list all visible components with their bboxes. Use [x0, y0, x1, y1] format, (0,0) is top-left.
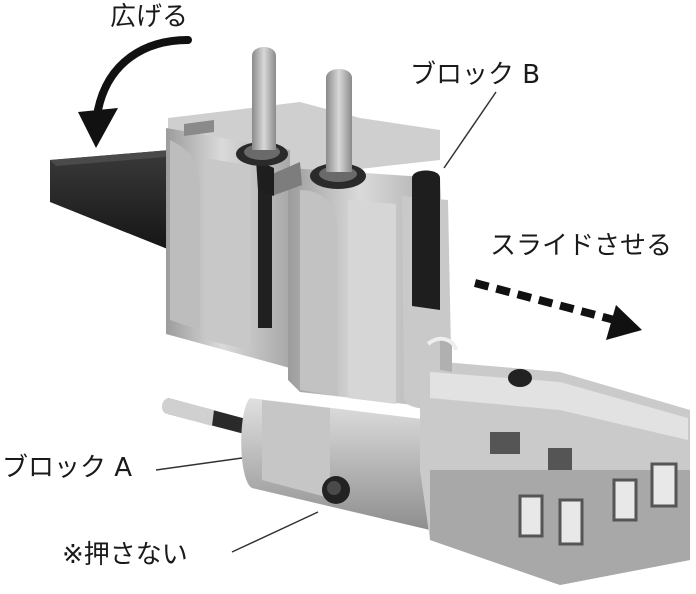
no-press-label: ※押さない [62, 540, 188, 570]
connector-cylinder [426, 336, 458, 372]
slide-label: スライドさせる [490, 231, 673, 261]
black-bar [50, 150, 176, 250]
slide-arrow [473, 279, 642, 340]
block-b-label: ブロック B [410, 60, 541, 90]
widen-label: 広げる [110, 2, 189, 32]
block-b [166, 47, 452, 409]
no-press-leader-line [231, 511, 319, 553]
block-a [162, 360, 690, 585]
widen-arrow [78, 36, 192, 148]
block-a-leader-line [155, 457, 243, 471]
block-b-leader-line [443, 91, 497, 169]
block-a-label: ブロック A [2, 453, 133, 483]
